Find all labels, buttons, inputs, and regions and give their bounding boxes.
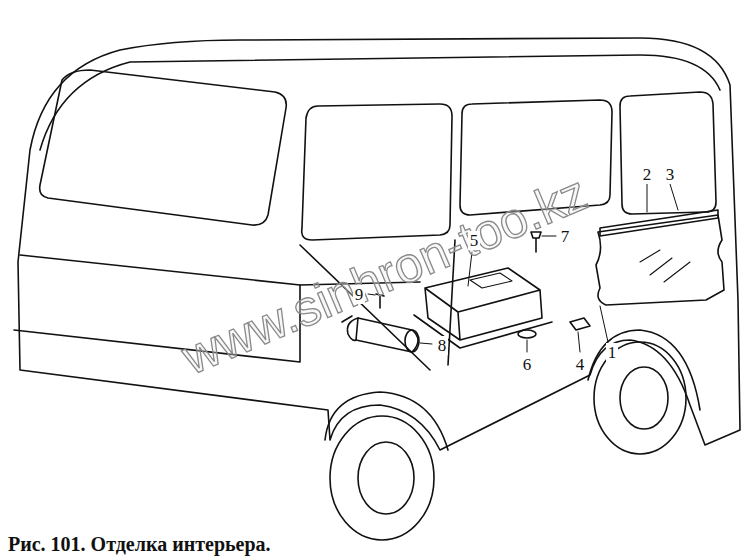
callout-number: 7: [559, 227, 572, 246]
callout-number: 6: [521, 355, 534, 374]
callout-number: 4: [574, 355, 587, 374]
battery-top: [470, 273, 512, 288]
extinguisher: [356, 318, 418, 352]
callout-number: 5: [468, 231, 481, 250]
windshield: [40, 70, 287, 225]
roof-line: [40, 55, 720, 150]
extinguisher-head: [342, 316, 358, 340]
front-hub: [358, 442, 414, 514]
trim-strip: [600, 210, 718, 236]
front-wheel: [330, 416, 434, 540]
trim-panel: [596, 215, 724, 305]
callout-number: 3: [664, 165, 677, 184]
van-body: [18, 38, 740, 450]
rear-hub: [620, 367, 668, 429]
panel-glass: [640, 250, 690, 282]
watermark: www.sinhron-too.kz: [176, 167, 595, 382]
rear-wheel: [594, 342, 686, 454]
callout-number: 1: [606, 343, 619, 362]
callout-number: 8: [436, 336, 449, 355]
callout-number: 2: [641, 165, 654, 184]
figure-caption: Рис. 101. Отделка интерьера.: [8, 533, 271, 556]
rear-window: [620, 92, 716, 214]
battery-base: [414, 315, 552, 348]
callout-number: 9: [353, 285, 366, 304]
door-window: [302, 104, 452, 240]
extinguisher-end: [405, 330, 419, 352]
clip-4: [570, 318, 590, 330]
washer-6: [518, 330, 536, 338]
